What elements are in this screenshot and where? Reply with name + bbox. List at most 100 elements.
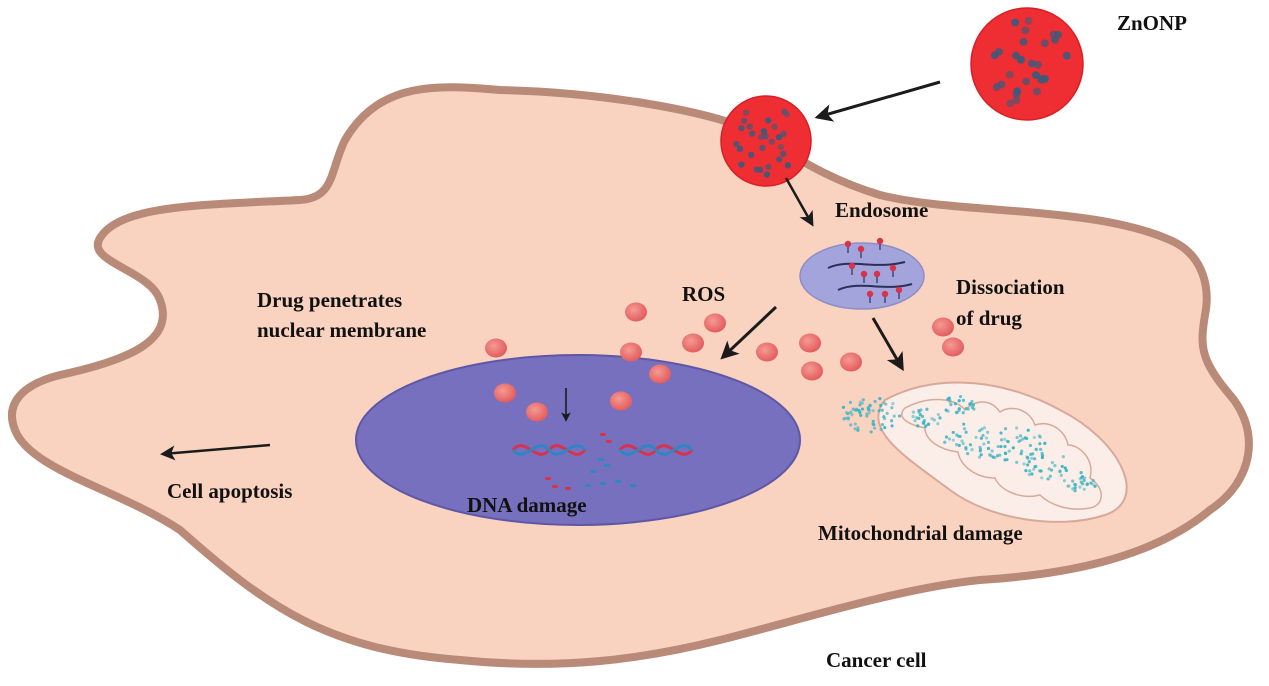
- nanoparticle-dot: [738, 124, 745, 132]
- nanoparticle-dot: [748, 130, 756, 137]
- nanoparticle-dot: [765, 117, 772, 124]
- nanoparticle-dot: [1031, 71, 1040, 80]
- nanoparticle-dot: [781, 108, 788, 115]
- nanoparticle-dot: [736, 145, 744, 153]
- nanoparticle-dot: [780, 130, 787, 137]
- ros-particle: [682, 333, 704, 353]
- ros-particle: [704, 313, 726, 333]
- ros-particle: [840, 352, 862, 372]
- arrow-endosome-to-ros: [720, 305, 778, 360]
- dna-fragment: [600, 433, 606, 436]
- znonp-particle-membrane: [720, 95, 812, 187]
- ros-particle: [526, 402, 548, 422]
- mitochondrion: [841, 381, 1128, 523]
- dna-fragment: [630, 484, 636, 487]
- label-dissociation-line1: Dissociation: [956, 275, 1065, 299]
- ros-particle: [649, 364, 671, 384]
- nanoparticle-dot: [757, 133, 765, 141]
- nanoparticle-dot: [748, 151, 755, 159]
- ros-particle: [801, 361, 823, 381]
- nanoparticle-dot: [768, 138, 776, 145]
- ros-particle: [942, 337, 964, 357]
- nanoparticle-dot: [753, 166, 760, 173]
- endosome: [799, 237, 925, 310]
- label-endosome: Endosome: [835, 198, 928, 222]
- dna-helix: [511, 433, 694, 490]
- nanoparticle-dot: [990, 51, 999, 60]
- ros-particle: [799, 333, 821, 353]
- nanoparticle-dot: [765, 163, 772, 170]
- ros-particle: [494, 383, 516, 403]
- dna-fragment: [565, 487, 571, 490]
- label-dna-damage: DNA damage: [467, 493, 587, 517]
- nanoparticle-dot: [1040, 74, 1049, 83]
- label-ros: ROS: [682, 282, 725, 306]
- drug-molecule: [848, 262, 856, 270]
- drug-molecule: [895, 286, 903, 294]
- nanoparticle-dot: [1017, 55, 1025, 64]
- drug-molecule: [844, 240, 852, 248]
- label-drug-penetrates-line2: nuclear membrane: [257, 318, 426, 342]
- drug-molecule: [881, 290, 889, 298]
- nanoparticle-dot: [775, 156, 783, 163]
- nanoparticle-dot: [1022, 77, 1031, 86]
- nanoparticle-dot: [780, 150, 787, 157]
- drug-molecule: [866, 290, 874, 298]
- label-drug-penetrates-line1: Drug penetrates: [257, 288, 402, 312]
- ros-particles: [485, 302, 964, 422]
- ros-particle: [485, 338, 507, 358]
- drug-molecule: [889, 264, 897, 272]
- dna-fragment: [606, 440, 612, 443]
- nanoparticle-dot: [1033, 87, 1041, 96]
- ros-particle: [625, 302, 647, 322]
- nanoparticle-dot: [992, 83, 1001, 92]
- drug-molecule: [873, 270, 881, 278]
- dna-fragment: [600, 482, 606, 485]
- nanoparticle-dot: [746, 123, 753, 130]
- nanoparticle-dot: [1021, 26, 1030, 35]
- drug-molecules: [844, 237, 903, 303]
- label-mitochondrial-damage: Mitochondrial damage: [818, 521, 1023, 545]
- nanoparticle-dot: [1011, 18, 1020, 27]
- arrow-znonp-to-membrane: [814, 80, 941, 122]
- nanoparticle-dot: [733, 140, 740, 148]
- nucleus: [355, 354, 801, 526]
- nanoparticle-dot: [738, 161, 745, 168]
- nanoparticle-dot: [784, 162, 792, 169]
- drug-molecule: [857, 245, 865, 253]
- arrow-to-apoptosis: [160, 443, 271, 461]
- dna-fragment: [598, 458, 604, 461]
- nanoparticle-dot: [775, 134, 783, 141]
- nanoparticle-dot: [742, 109, 750, 116]
- nanoparticle-dot: [1024, 16, 1033, 25]
- nanoparticle-dot: [759, 144, 766, 151]
- arrow-membrane-to-endosome: [784, 177, 814, 227]
- label-znonp: ZnONP: [1117, 11, 1187, 35]
- label-cell-apoptosis: Cell apoptosis: [167, 479, 292, 503]
- nanoparticle-dot: [740, 117, 748, 124]
- arrow-endosome-to-mitochondria: [871, 317, 904, 372]
- drug-molecule: [860, 270, 868, 278]
- dna-fragment: [604, 464, 610, 467]
- mitochondria-particles: [841, 394, 1097, 493]
- dna-fragment: [615, 480, 621, 483]
- dna-fragment: [590, 470, 596, 473]
- nanoparticle-dot: [1019, 37, 1028, 46]
- nanoparticle-dot: [1027, 59, 1036, 68]
- label-dissociation-line2: of drug: [956, 306, 1022, 330]
- nanoparticle-dot: [763, 171, 771, 178]
- dna-fragment: [585, 484, 591, 487]
- znonp-particle-outside: [970, 7, 1084, 121]
- nanoparticle-dot: [1006, 99, 1015, 108]
- nanoparticle-dot: [777, 143, 784, 151]
- nanoparticle-dot: [1040, 39, 1049, 48]
- nanoparticle-dot: [760, 128, 768, 135]
- ros-particle: [932, 317, 954, 337]
- nanoparticle-dot: [1005, 70, 1014, 79]
- ros-particle: [610, 391, 632, 411]
- ros-particle: [756, 342, 778, 362]
- drug-molecule: [876, 237, 884, 245]
- nanoparticle-dot: [1012, 90, 1021, 99]
- nanoparticle-dot: [1051, 35, 1059, 44]
